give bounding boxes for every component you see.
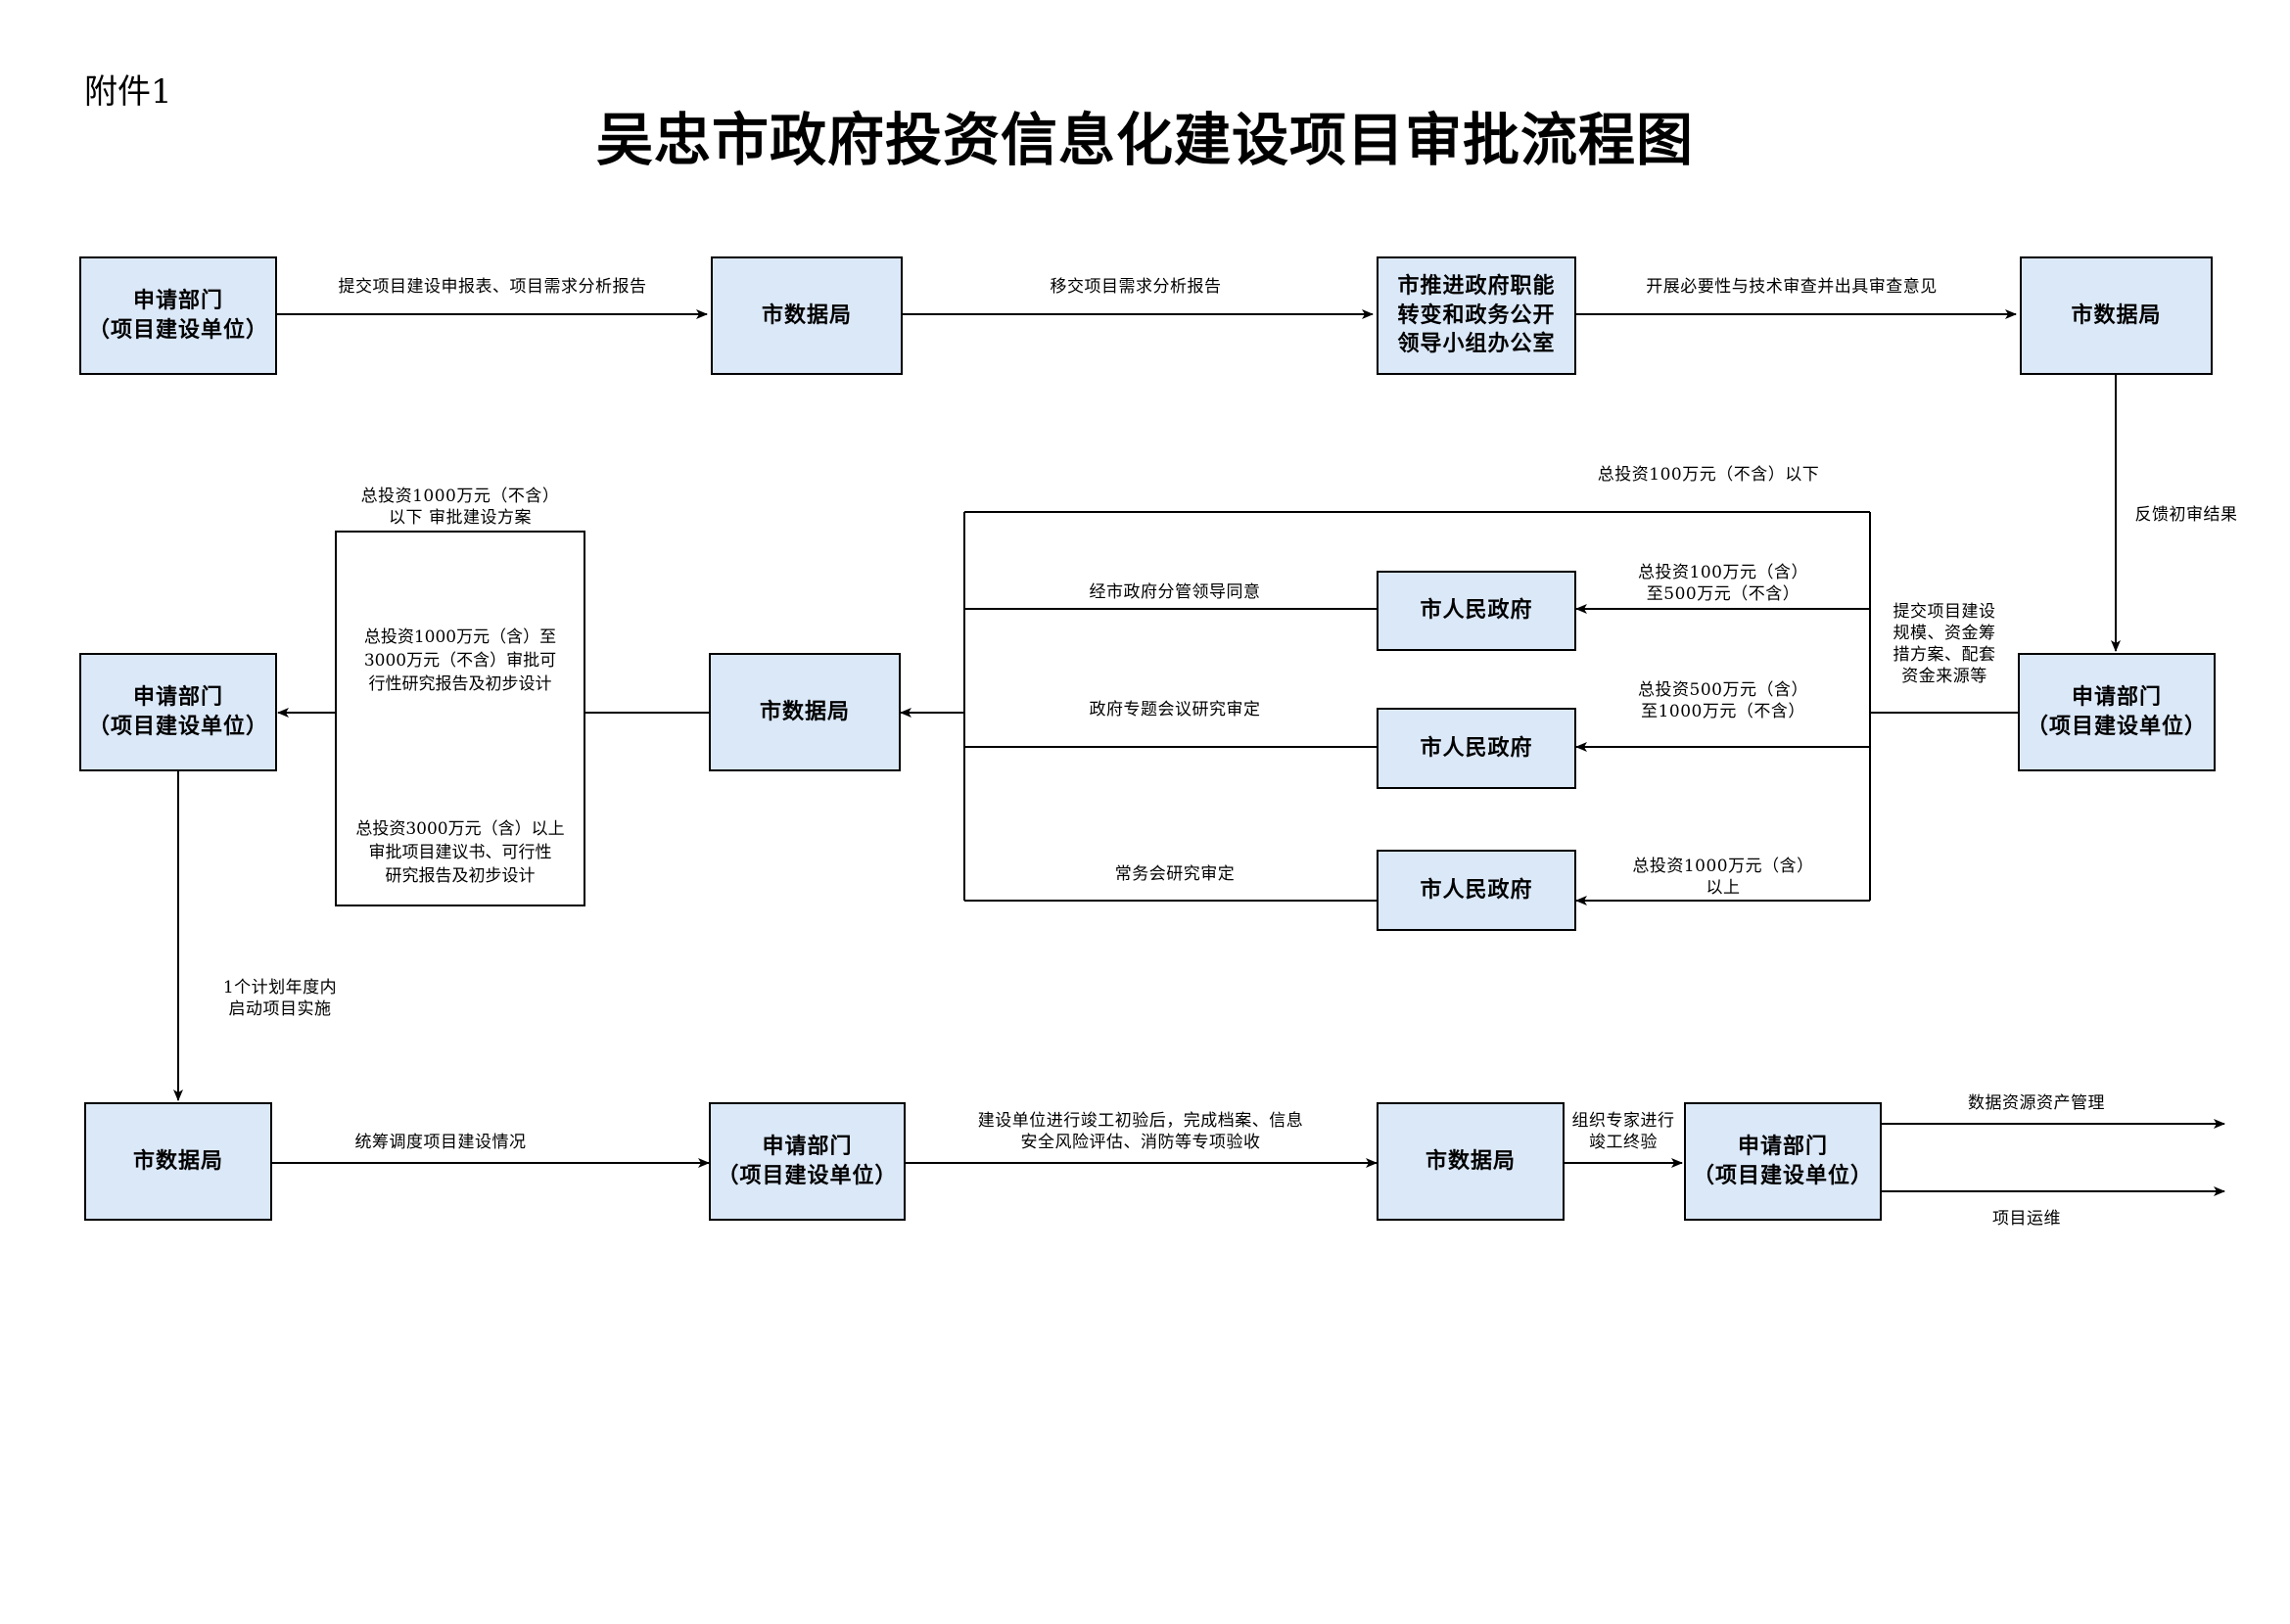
node-data-bureau-1: 市数据局 [711, 256, 903, 375]
label-under-100: 总投资100万元（不含）以下 [1597, 465, 1820, 485]
node-applicant-4: 申请部门 （项目建设单位） [709, 1102, 906, 1221]
approval-conditions-box: 总投资1000万元（含）至 3000万元（不含）审批可 行性研究报告及初步设计 … [335, 531, 585, 906]
label-start-within-year: 1个计划年度内 启动项目实施 [222, 978, 338, 1020]
node-data-bureau-5: 市数据局 [1377, 1102, 1565, 1221]
label-feedback-result: 反馈初审结果 [2134, 505, 2238, 525]
node-applicant-5: 申请部门 （项目建设单位） [1684, 1102, 1882, 1221]
label-special-meeting: 政府专题会议研究审定 [1089, 700, 1261, 719]
node-data-bureau-3: 市数据局 [709, 653, 901, 771]
label-final-acceptance: 组织专家进行 竣工终验 [1571, 1111, 1675, 1153]
label-transfer-analysis: 移交项目需求分析报告 [1050, 277, 1222, 297]
label-data-asset-management: 数据资源资产管理 [1968, 1093, 2105, 1113]
label-preliminary-acceptance: 建设单位进行竣工初验后，完成档案、信息 安全风险评估、消防等专项验收 [977, 1111, 1304, 1153]
label-executive-meeting: 常务会研究审定 [1114, 864, 1236, 884]
node-gov-3: 市人民政府 [1377, 850, 1576, 931]
node-applicant-2: 申请部门 （项目建设单位） [2018, 653, 2216, 771]
node-data-bureau-2: 市数据局 [2020, 256, 2213, 375]
label-leader-consent: 经市政府分管领导同意 [1089, 582, 1261, 602]
label-approve-over-3000: 总投资3000万元（含）以上 审批项目建议书、可行性 研究报告及初步设计 [355, 819, 565, 886]
label-coordinate-progress: 统筹调度项目建设情况 [354, 1133, 527, 1152]
node-applicant-3: 申请部门 （项目建设单位） [79, 653, 277, 771]
label-approve-1000-3000: 总投资1000万元（含）至 3000万元（不含）审批可 行性研究报告及初步设计 [363, 627, 557, 694]
label-over-1000: 总投资1000万元（含） 以上 [1632, 857, 1814, 899]
label-approve-under-1000: 总投资1000万元（不含） 以下 审批建设方案 [360, 487, 560, 529]
node-leading-group-office: 市推进政府职能 转变和政务公开 领导小组办公室 [1377, 256, 1576, 375]
label-operation-maintenance: 项目运维 [1992, 1209, 2061, 1229]
label-range-500-1000: 总投资500万元（含） 至1000万元（不含） [1638, 680, 1808, 722]
label-submit-report: 提交项目建设申报表、项目需求分析报告 [338, 277, 647, 297]
node-applicant-1: 申请部门 （项目建设单位） [79, 256, 277, 375]
label-submit-plan: 提交项目建设 规模、资金筹 措方案、配套 资金来源等 [1893, 602, 1996, 687]
label-review-opinion: 开展必要性与技术审查并出具审查意见 [1646, 277, 1938, 297]
node-gov-1: 市人民政府 [1377, 571, 1576, 651]
node-data-bureau-4: 市数据局 [84, 1102, 272, 1221]
attachment-label: 附件1 [84, 72, 172, 112]
page-title: 吴忠市政府投资信息化建设项目审批流程图 [595, 107, 1694, 173]
node-gov-2: 市人民政府 [1377, 708, 1576, 789]
label-range-100-500: 总投资100万元（含） 至500万元（不含） [1638, 563, 1808, 605]
